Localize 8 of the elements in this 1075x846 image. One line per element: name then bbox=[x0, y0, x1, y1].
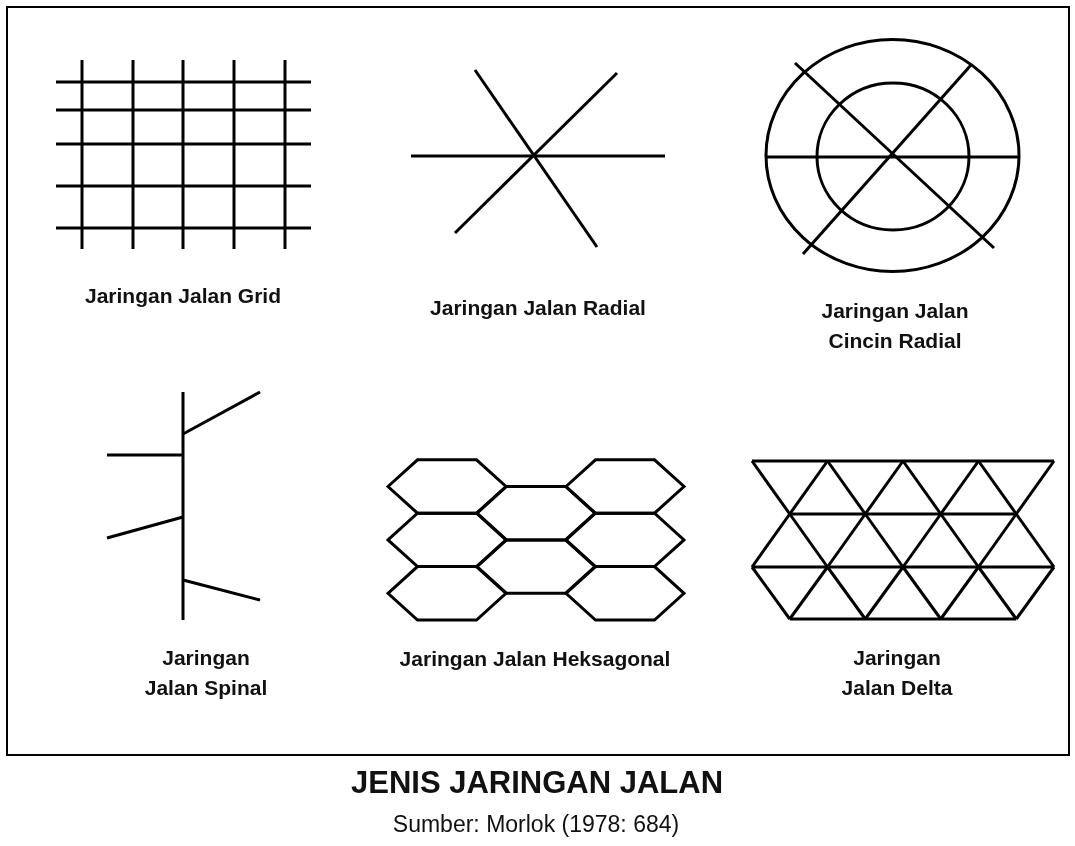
source-note: Sumber: Morlok (1978: 684) bbox=[392, 810, 680, 838]
drawing-caption: Jaringan Jalan Delta bbox=[841, 645, 953, 701]
drawing-caption: Jaringan Jalan Heksagonal bbox=[399, 646, 671, 672]
drawing-caption: Jaringan Jalan Cincin Radial bbox=[820, 298, 970, 354]
drawing-caption: Jaringan Jalan Spinal bbox=[144, 645, 268, 701]
figure-title: JENIS JARINGAN JALAN bbox=[350, 765, 724, 801]
drawing-caption: Jaringan Jalan Radial bbox=[429, 295, 647, 321]
drawing-caption: Jaringan Jalan Grid bbox=[84, 283, 282, 309]
